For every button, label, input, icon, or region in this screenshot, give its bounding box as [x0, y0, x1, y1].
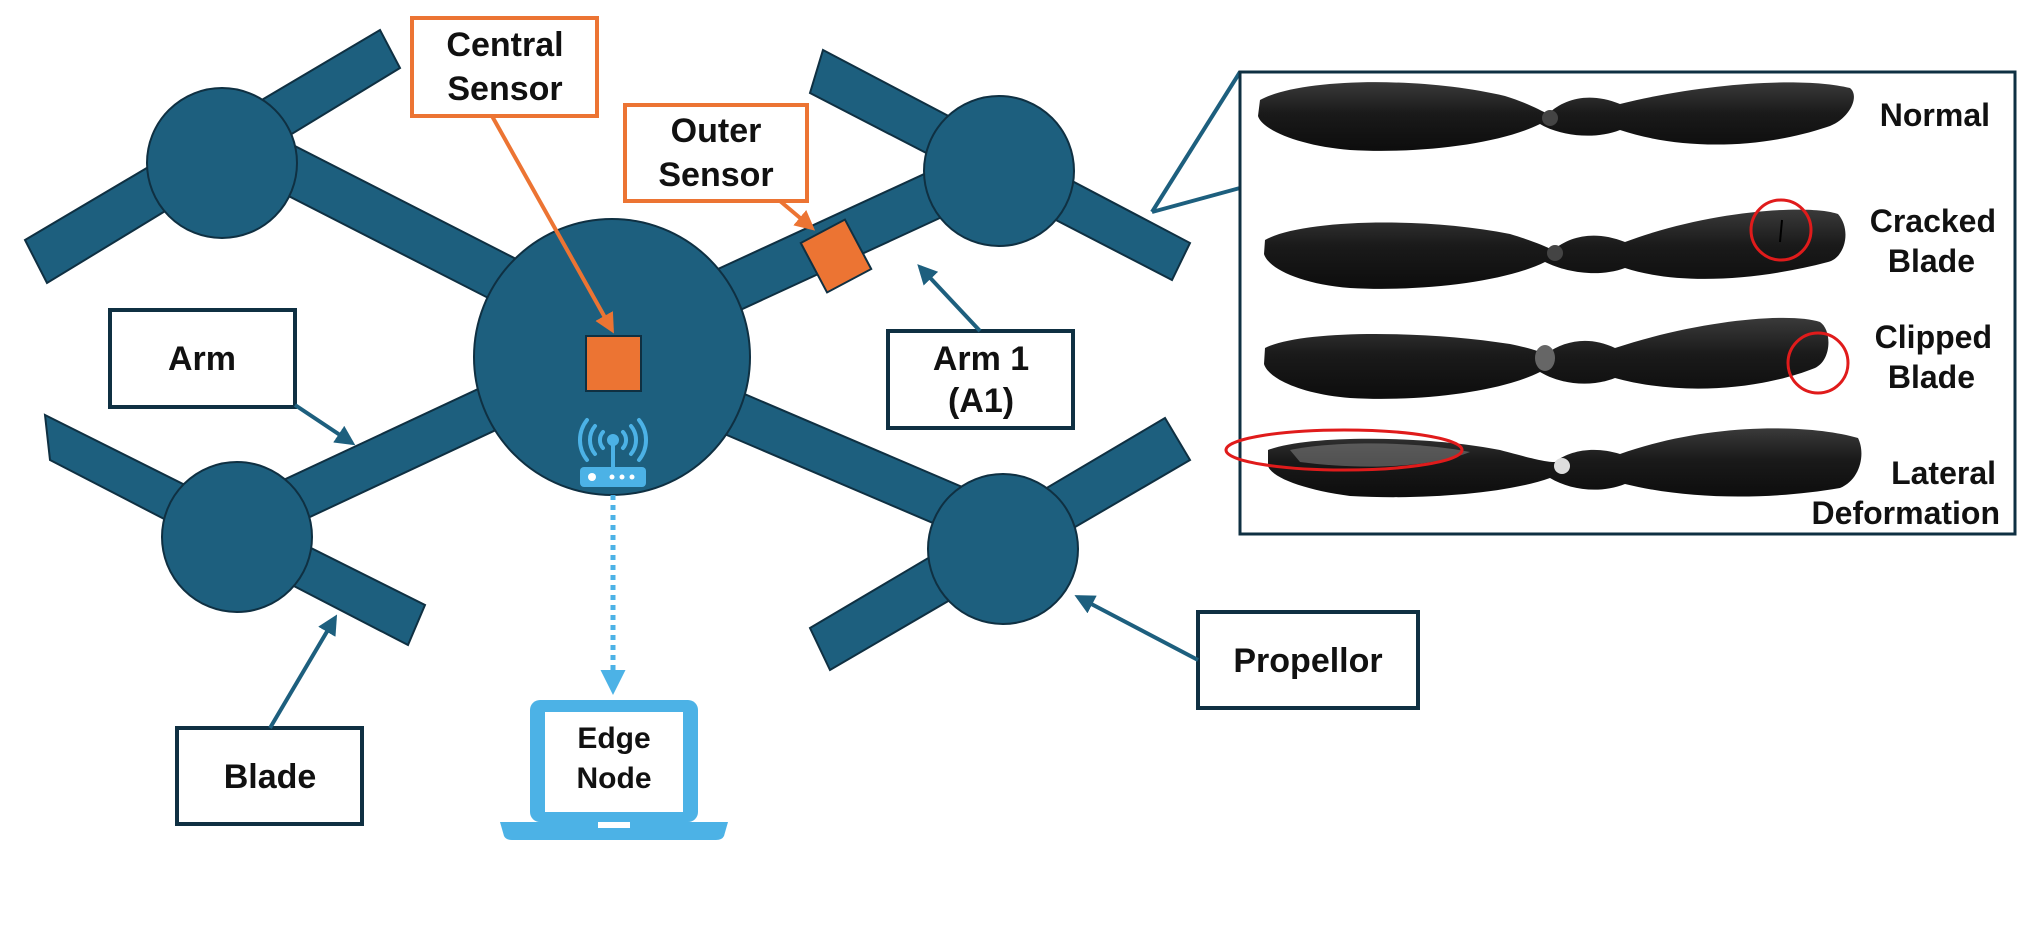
- outer-sensor: [799, 218, 873, 294]
- arm1-arrow: [917, 264, 982, 333]
- arm-label: Arm: [168, 340, 236, 378]
- propeller-lateral-deformation-image: [1268, 428, 1862, 498]
- blade-label-box: [175, 726, 364, 826]
- central-sensor-arrow: [490, 115, 614, 334]
- propeller-lateral-label-2: Deformation: [1812, 495, 2000, 531]
- propellor-label-box: [1196, 610, 1420, 710]
- propeller-clipped-label-1: Clipped: [1875, 319, 1992, 355]
- propellor-arrow: [1074, 595, 1199, 662]
- propeller-cracked-label-2: Blade: [1888, 243, 1975, 279]
- edge-node-label-1: Edge: [577, 722, 650, 755]
- outer-sensor-label-box: [623, 103, 809, 203]
- drone: [23, 28, 1192, 672]
- outer-sensor-label-1: Outer: [671, 112, 762, 150]
- zoom-callout-line-top: [1150, 70, 1242, 214]
- arm1-label-box: [886, 329, 1075, 430]
- propeller-hub-bottom-right: [927, 473, 1079, 625]
- propellor-label: Propellor: [1233, 642, 1382, 680]
- wifi-router-icon: [577, 418, 649, 487]
- propeller-cracked-label-1: Cracked: [1870, 203, 1996, 239]
- edge-node-label-2: Node: [577, 762, 652, 795]
- zoom-callout-line-bottom: [1151, 186, 1241, 214]
- central-sensor-label-2: Sensor: [447, 70, 562, 108]
- arm-label-box: [108, 308, 297, 409]
- central-sensor: [585, 335, 642, 392]
- laptop-icon: [500, 700, 728, 840]
- central-sensor-label-box: [410, 16, 599, 118]
- blade-label: Blade: [224, 758, 317, 796]
- arm1-label-2: (A1): [948, 382, 1014, 420]
- propeller-cracked-image: [1264, 209, 1846, 289]
- propeller-hub-top-right: [923, 95, 1075, 247]
- arm1-label-1: Arm 1: [933, 340, 1029, 378]
- propeller-lateral-label-1: Lateral: [1891, 455, 1996, 491]
- propeller-normal-label: Normal: [1880, 97, 1990, 133]
- propeller-hub-top-left: [146, 87, 298, 239]
- crack-defect-marker: [1749, 198, 1813, 262]
- deformation-defect-marker: [1224, 428, 1464, 472]
- arm-arrow: [293, 403, 356, 446]
- propeller-clipped-image: [1264, 317, 1829, 399]
- propeller-normal-image: [1258, 82, 1854, 151]
- clip-defect-marker: [1786, 331, 1850, 395]
- central-sensor-label-1: Central: [446, 26, 563, 64]
- outer-sensor-label-2: Sensor: [658, 156, 773, 194]
- blade-arrow: [268, 614, 338, 730]
- outer-sensor-arrow: [778, 199, 816, 231]
- propeller-clipped-label-2: Blade: [1888, 359, 1975, 395]
- propeller-hub-bottom-left: [161, 461, 313, 613]
